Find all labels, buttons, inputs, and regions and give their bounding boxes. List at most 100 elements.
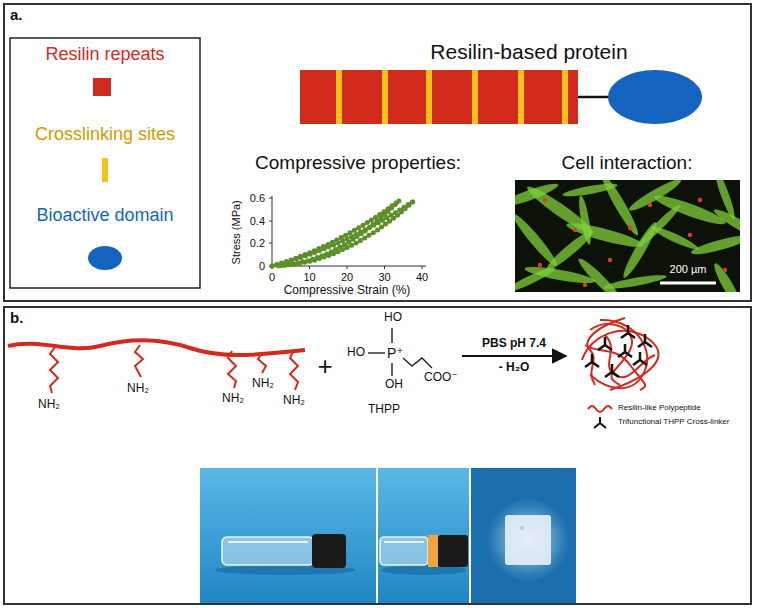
protein-schematic: [472, 70, 478, 124]
polypeptide-chain: [8, 340, 305, 355]
stress-strain-chart: [269, 198, 272, 266]
hydrogel-photos: [380, 537, 428, 565]
crosslinked-network: [638, 334, 652, 347]
legend-samples: [588, 406, 612, 412]
hydrogel-photos: [228, 541, 308, 543]
cell-micrograph: [637, 202, 682, 247]
protein-schematic: [336, 70, 342, 124]
legend-label: Bioactive domain: [36, 205, 173, 226]
cell-micrograph: [690, 232, 740, 257]
protein-schematic: [578, 96, 608, 99]
cell-micrograph: [573, 228, 577, 232]
reaction-condition: PBS pH 7.4: [482, 337, 546, 351]
polypeptide-chain: [8, 340, 305, 393]
polypeptide-chain: [50, 347, 58, 393]
crosslinked-network: [605, 335, 655, 377]
protein-schematic: [300, 70, 578, 124]
legend-swatch: [102, 158, 108, 182]
thpp-structure: [391, 328, 392, 343]
hydrogel-photos: [428, 535, 438, 567]
legend-samples: [588, 406, 612, 428]
panel-letter: b.: [5, 308, 750, 327]
legend-swatch: [93, 78, 111, 96]
legend-label: Resilin-like Polypeptide: [618, 403, 701, 412]
axis-tick-label: 30: [378, 271, 390, 284]
cell-micrograph: [608, 258, 612, 262]
stress-strain-chart: [272, 201, 415, 267]
legend-samples: [594, 417, 606, 428]
panel-letter: a.: [5, 5, 750, 24]
stress-strain-chart: [272, 201, 400, 267]
hydrogel-photos: [520, 526, 524, 530]
carboxylate-group: COO⁻: [424, 371, 458, 385]
legend-label: Trifunctional THPP Cross-linker: [618, 417, 729, 426]
axis-tick-label: 0.4: [250, 215, 265, 228]
cell-micrograph: [603, 273, 667, 292]
cell-micrograph: [515, 180, 740, 292]
legend-frame: [10, 38, 200, 288]
hydrogel-photos: [312, 534, 346, 568]
cell-micrograph: [712, 206, 740, 245]
cell-micrograph: [660, 282, 716, 285]
hydrogel-photos: [376, 468, 378, 603]
legend-label: Crosslinking sites: [35, 124, 175, 145]
crosslinked-network: [585, 354, 599, 367]
legend-swatch: [88, 246, 122, 270]
stress-strain-chart: [272, 201, 415, 267]
protein-schematic: [518, 70, 524, 124]
hydrogel-photos: [200, 468, 576, 603]
cell-micrograph: [543, 198, 547, 202]
crosslinked-network: [587, 318, 625, 385]
hydrogel-photos: [505, 515, 551, 565]
axis-title: Compressive Strain (%): [284, 284, 411, 298]
panel-heading: Compressive properties:: [255, 152, 461, 174]
cell-micrograph: [648, 203, 652, 207]
protein-title: Resilin-based protein: [430, 40, 627, 64]
reaction-arrow: [462, 355, 566, 357]
protein-schematic: [300, 70, 702, 124]
axis-tick-label: 20: [341, 271, 353, 284]
polypeptide-chain: [258, 353, 266, 373]
stress-strain-chart: [272, 196, 273, 266]
cell-micrograph: [565, 219, 645, 251]
axis-tick-label: 0.6: [250, 192, 265, 205]
cell-micrograph: [538, 198, 727, 287]
hydrogel-photos: [222, 537, 314, 565]
crosslinked-network: [582, 318, 659, 390]
hydrogel-photos: [384, 541, 424, 543]
crosslinked-network: [621, 325, 635, 338]
hydroxyl-group: HO: [384, 311, 402, 325]
protein-schematic: [562, 70, 568, 124]
amine-group: NH₂: [222, 392, 244, 406]
cell-micrograph: [515, 180, 740, 292]
cell-micrograph: [515, 180, 740, 292]
cell-micrograph: [538, 263, 542, 267]
axis-tick-label: 0: [259, 260, 265, 273]
protein-schematic: [382, 70, 388, 124]
protein-schematic: [426, 70, 432, 124]
hydrogel-photos: [486, 498, 570, 582]
plus-sign: +: [317, 352, 332, 382]
legend-frame: [10, 38, 200, 288]
crosslinked-network: [633, 352, 647, 365]
crosslinked-network: [582, 318, 659, 390]
amine-group: NH₂: [252, 377, 274, 391]
hydrogel-photos: [200, 468, 576, 603]
crosslinked-network: [585, 325, 652, 377]
cell-micrograph: [698, 198, 702, 202]
axis-title: Stress (MPa): [230, 200, 243, 264]
phosphonium-atom: P⁺: [387, 345, 404, 361]
stress-strain-chart: [269, 196, 426, 269]
thpp-structure: [391, 363, 392, 376]
reaction-arrow: [462, 356, 566, 357]
thpp-structure: [403, 358, 432, 368]
panel-frame: b.: [3, 306, 752, 605]
crosslinked-network: [598, 337, 612, 350]
compound-name: THPP: [368, 403, 400, 417]
amine-group: NH₂: [283, 394, 305, 408]
reaction-condition: - H₂O: [499, 361, 530, 375]
hydroxyl-group: HO: [347, 346, 365, 360]
